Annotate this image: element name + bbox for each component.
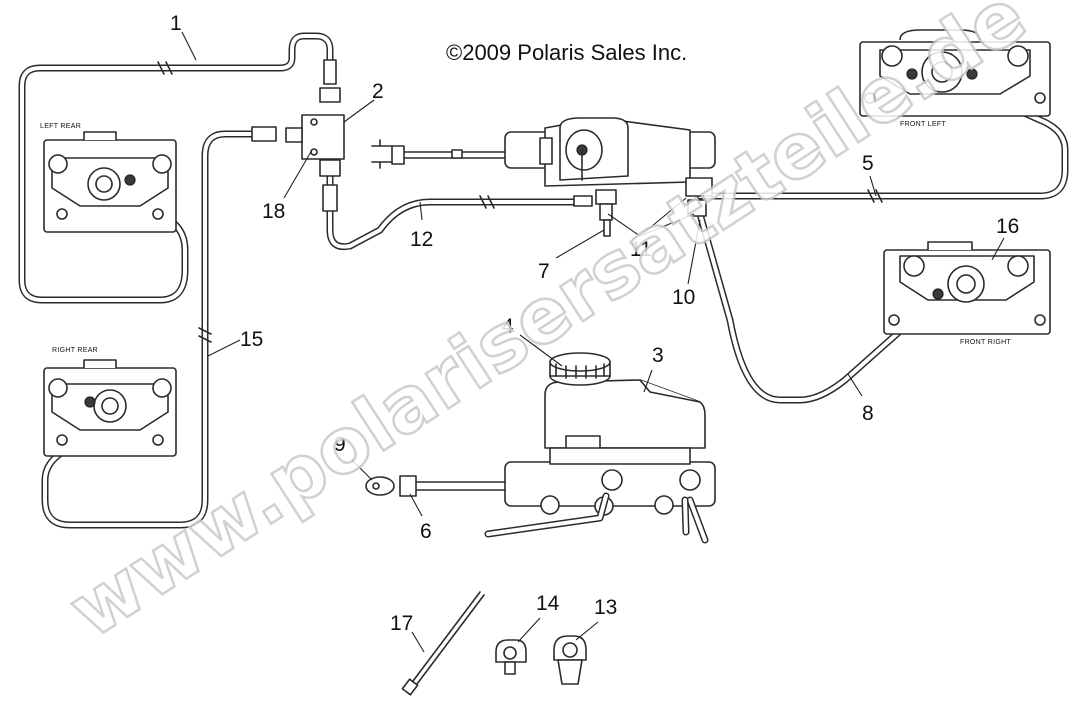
label-front-right: FRONT RIGHT — [960, 339, 1011, 346]
callout-17: 17 — [390, 612, 413, 635]
leader-lines — [181, 31, 1005, 653]
label-front-left: FRONT LEFT — [900, 121, 946, 128]
callout-6: 6 — [420, 520, 432, 543]
callout-5: 5 — [862, 152, 874, 175]
callout-4: 4 — [502, 315, 514, 338]
caliper-left-rear — [43, 131, 177, 233]
label-right-rear: RIGHT REAR — [52, 347, 98, 354]
brake-line-5 — [696, 96, 1069, 203]
callout-16: 16 — [996, 215, 1019, 238]
callout-15: 15 — [240, 328, 263, 351]
master-cylinder-lower — [365, 352, 716, 544]
caliper-front-right — [883, 241, 1051, 335]
callout-2: 2 — [372, 80, 384, 103]
brake-line-12 — [319, 156, 584, 251]
brake-line-8 — [696, 210, 939, 404]
caliper-front-left — [859, 29, 1051, 117]
callout-7: 7 — [538, 260, 550, 283]
callout-10: 10 — [672, 286, 695, 309]
callout-12: 12 — [410, 228, 433, 251]
brake-splitter-block — [285, 114, 345, 160]
caliper-right-rear — [43, 359, 177, 457]
callout-18: 18 — [262, 200, 285, 223]
callout-11: 11 — [630, 238, 652, 261]
label-left-rear: LEFT REAR — [40, 123, 81, 130]
brake-line-1 — [18, 32, 341, 304]
cable-tie-17 — [401, 591, 485, 696]
clip-14 — [495, 639, 527, 675]
callout-14: 14 — [536, 592, 560, 615]
callout-8: 8 — [862, 402, 874, 425]
callout-13: 13 — [594, 596, 617, 619]
master-cylinder-upper — [371, 117, 716, 237]
callout-9: 9 — [334, 433, 346, 456]
callout-3: 3 — [652, 344, 664, 367]
brake-line-15 — [41, 126, 277, 529]
copyright-text: ©2009 Polaris Sales Inc. — [446, 40, 687, 65]
clip-13 — [553, 635, 587, 685]
callout-1: 1 — [170, 12, 182, 35]
